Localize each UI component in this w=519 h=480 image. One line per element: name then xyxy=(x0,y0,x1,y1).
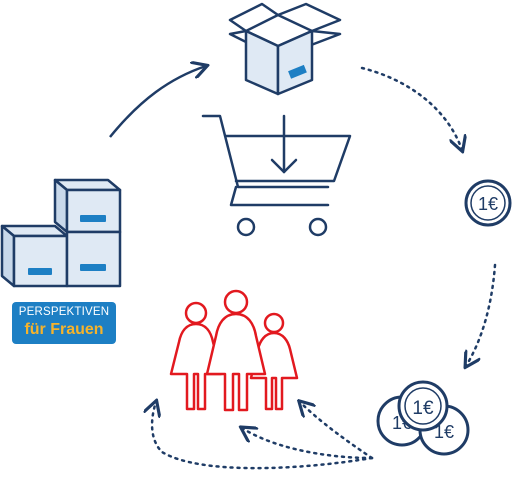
coin-label: 1€ xyxy=(478,194,498,214)
perspektiven-logo: PERSPEKTIVEN für Frauen xyxy=(12,302,116,344)
coin-stack-back-right-label: 1€ xyxy=(434,422,454,442)
open-box-icon xyxy=(228,2,342,96)
dotted-arrows-to-women xyxy=(152,402,374,470)
box-stack-icon xyxy=(0,178,122,288)
dotted-arrow-to-coin xyxy=(360,66,462,150)
dotted-arrow-to-stack xyxy=(466,263,497,366)
logo-line-fuer-frauen: für Frauen xyxy=(24,321,104,338)
donation-arrow xyxy=(109,66,206,138)
logo-line-perspektiven: PERSPEKTIVEN xyxy=(18,306,110,318)
coin-stack-top-label: 1€ xyxy=(412,398,434,419)
coin-stack-icon: 1€ 1€ 1€ xyxy=(376,380,470,456)
shopping-cart-icon xyxy=(201,114,352,237)
coin-icon: 1€ xyxy=(464,179,512,227)
down-arrow-icon xyxy=(270,114,298,174)
women-group-icon xyxy=(169,289,299,412)
